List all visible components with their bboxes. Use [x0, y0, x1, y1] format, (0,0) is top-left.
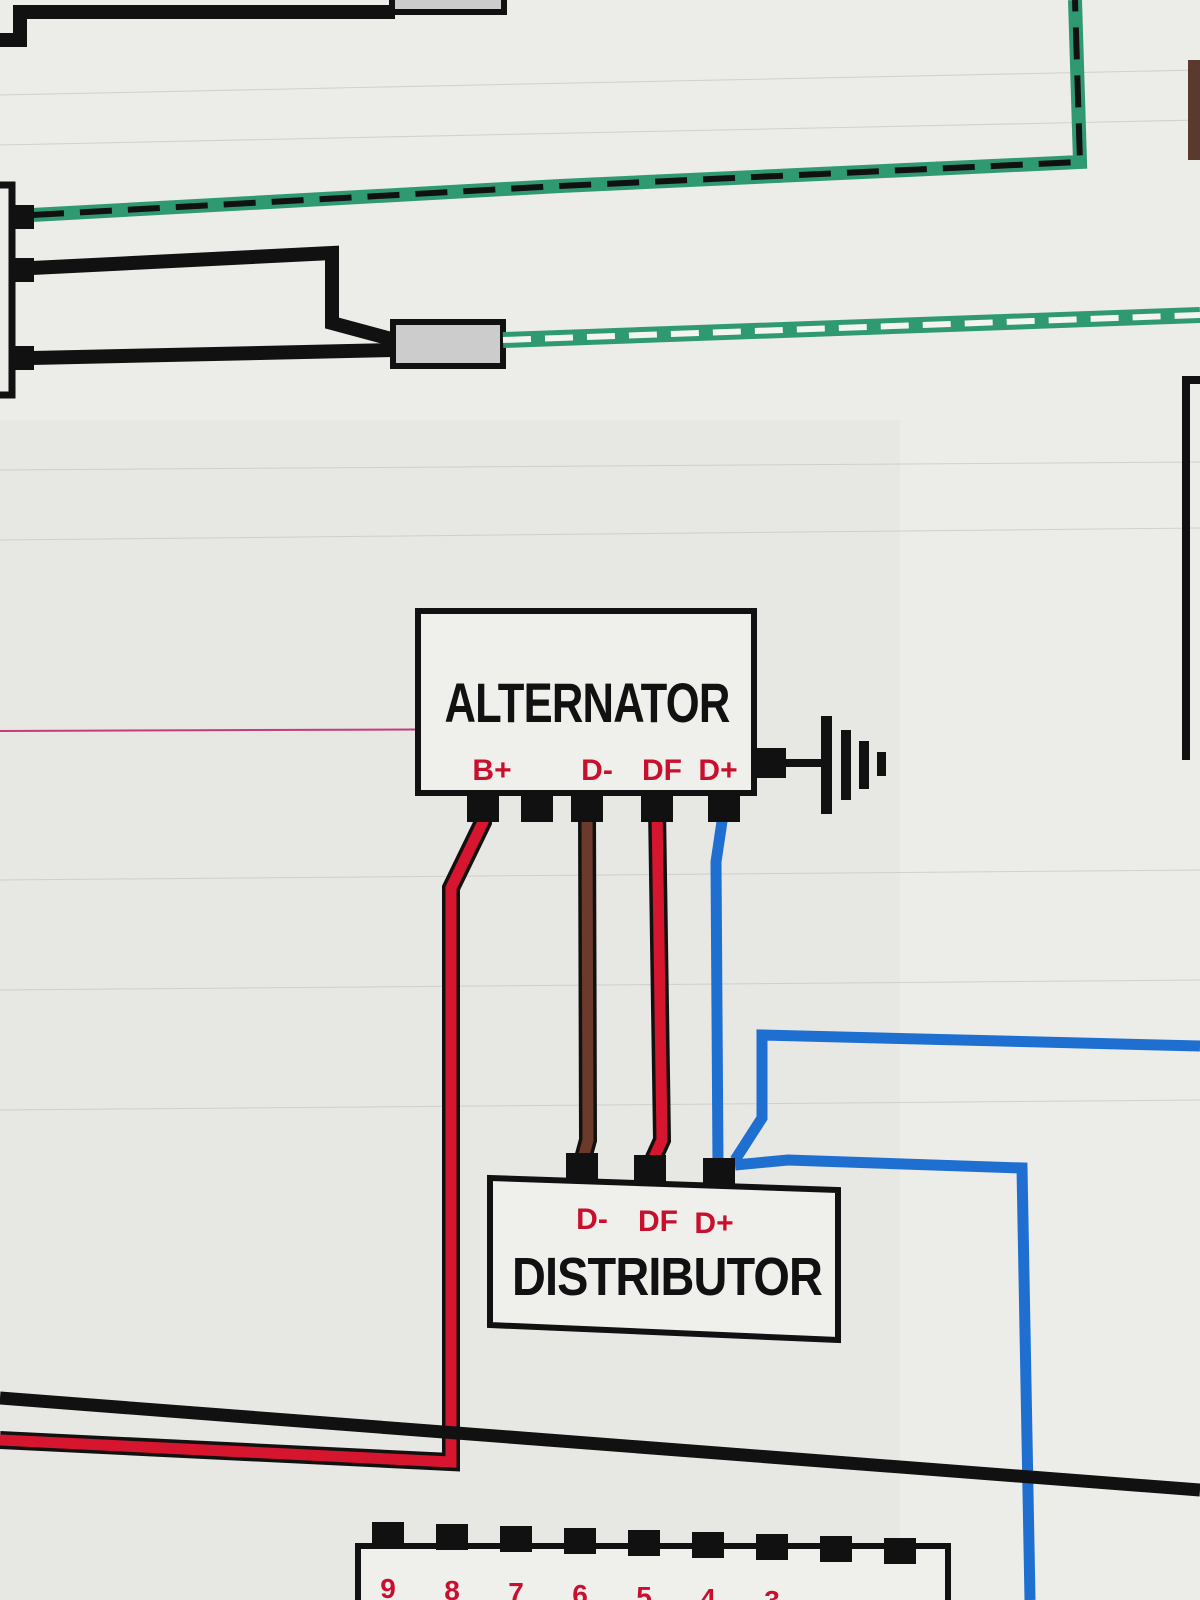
- top-connector: [389, 0, 507, 15]
- alternator-pin-label-dplus: D+: [698, 754, 737, 787]
- left-multiplug-pin-1: [12, 205, 34, 229]
- black-wires-to-sensor: [31, 245, 506, 369]
- left-multiplug-pin-3: [12, 346, 34, 370]
- alternator-terminal: [708, 792, 740, 822]
- right-edge-box: [1182, 376, 1200, 760]
- distributor-pin-label-dminus: D-: [576, 1203, 608, 1236]
- alternator-pin-label-dminus: D-: [581, 754, 613, 787]
- connector-pin-number: 5: [636, 1581, 652, 1600]
- sensor-connector: [390, 319, 506, 369]
- brown-wire-dminus: [573, 807, 598, 1165]
- alternator-terminal: [641, 792, 673, 822]
- alternator-terminal: [467, 792, 499, 822]
- right-edge-marker: [1188, 60, 1200, 160]
- alternator-terminal: [521, 792, 553, 822]
- bottom-connector: 9 8 7 6 5 4 3: [355, 1522, 951, 1600]
- connector-pin-number: 9: [380, 1573, 396, 1600]
- green-white-wire: [502, 307, 1200, 348]
- alternator: ALTERNATOR B+ D- DF D+: [415, 608, 757, 822]
- connector-pin-number: 7: [508, 1577, 524, 1600]
- alternator-pin-label-bplus: B+: [472, 754, 511, 787]
- ruled-lines: [0, 69, 1200, 1111]
- ground-symbol-icon: [754, 716, 886, 814]
- black-bus-wire: [0, 1391, 1200, 1497]
- red-wire-df: [643, 807, 672, 1166]
- blue-wire-dplus: [710, 807, 1200, 1600]
- top-wire-group: [0, 0, 507, 47]
- alternator-title: ALTERNATOR: [445, 671, 730, 734]
- distributor-pin-label-dplus: D+: [694, 1207, 733, 1240]
- connector-pin-number: 4: [700, 1583, 716, 1600]
- connector-pin-number: 6: [572, 1579, 588, 1600]
- distributor-box: [487, 1174, 841, 1344]
- distributor-title: DISTRIBUTOR: [512, 1247, 822, 1307]
- alternator-pin-label-df: DF: [642, 754, 682, 787]
- black-wire-top: [0, 5, 395, 47]
- distributor-pin-label-df: DF: [638, 1205, 678, 1238]
- distributor-terminal: [634, 1155, 666, 1185]
- alternator-terminal: [571, 792, 603, 822]
- distributor: D- DF D+ DISTRIBUTOR: [487, 1153, 841, 1344]
- left-multiplug: [0, 181, 16, 399]
- green-black-wire: [31, 0, 1088, 222]
- connector-pin-number: 8: [444, 1575, 460, 1600]
- left-multiplug-pin-2: [12, 258, 34, 282]
- connector-pin-number: 3: [764, 1585, 780, 1600]
